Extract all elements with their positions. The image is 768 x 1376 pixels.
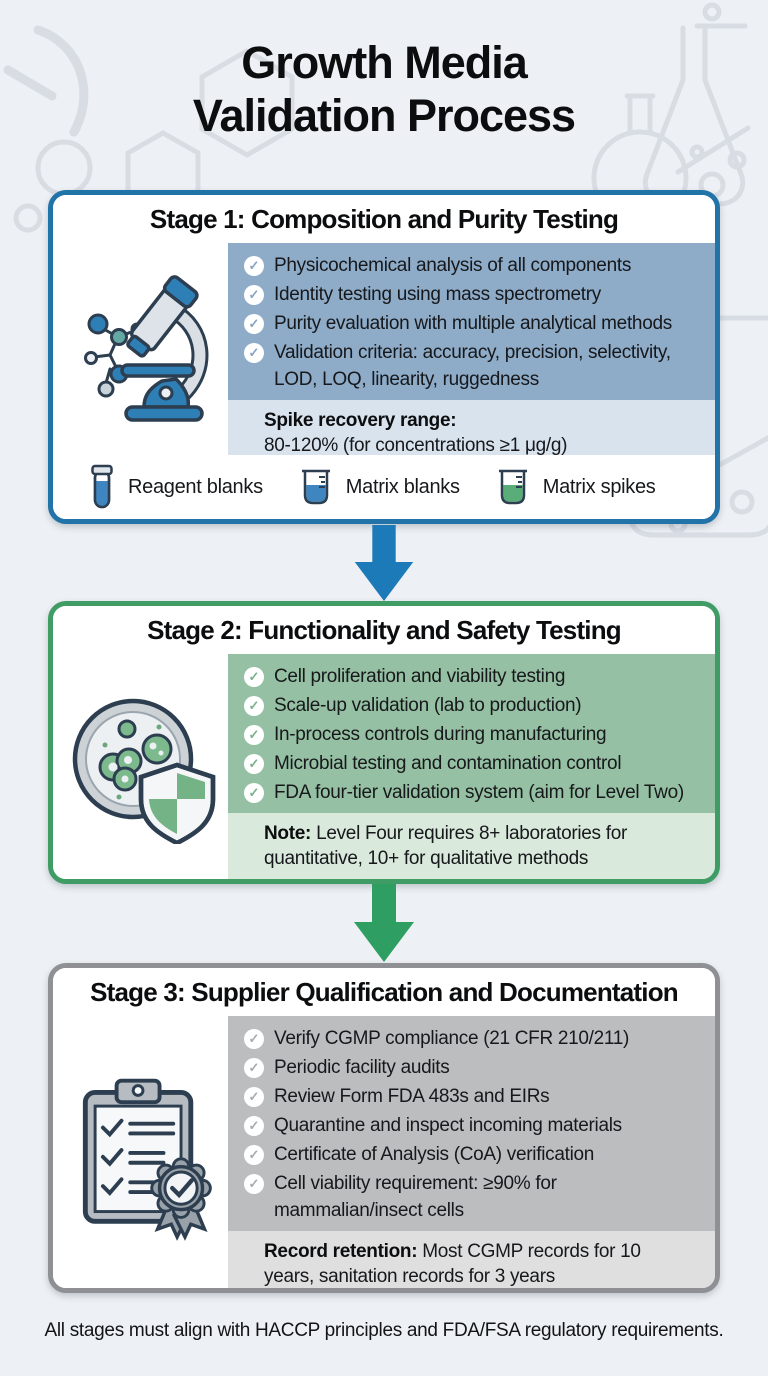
level-four-note: Note:Level Four requires 8+ laboratories… bbox=[228, 813, 715, 879]
stage-2-title: Stage 2: Functionality and Safety Testin… bbox=[53, 606, 715, 654]
bullet-item: ✓ FDA four-tier validation system (aim f… bbox=[244, 779, 707, 806]
page-title: Growth Media Validation Process bbox=[0, 36, 768, 142]
sample-label: Matrix blanks bbox=[345, 475, 460, 498]
bullet-item: ✓ Cell viability requirement: ≥90% for m… bbox=[244, 1170, 707, 1224]
stage-1-card: Stage 1: Composition and Purity Testing bbox=[48, 190, 720, 524]
bullet-item: ✓ Physicochemical analysis of all compon… bbox=[244, 252, 707, 279]
stage-2-card: Stage 2: Functionality and Safety Testin… bbox=[48, 601, 720, 884]
check-icon: ✓ bbox=[244, 342, 264, 363]
check-icon: ✓ bbox=[244, 313, 264, 334]
petri-dish-shield-icon bbox=[72, 698, 215, 844]
check-icon: ✓ bbox=[244, 1115, 264, 1136]
record-retention-note: Record retention:Most CGMP records for 1… bbox=[228, 1231, 715, 1288]
bullet-item: ✓ Purity evaluation with multiple analyt… bbox=[244, 310, 707, 337]
stage-1-samples-row: Reagent blanks Matrix blanks bbox=[53, 455, 715, 519]
bullet-item: ✓ Microbial testing and contamination co… bbox=[244, 750, 707, 777]
check-icon: ✓ bbox=[244, 1086, 264, 1107]
check-icon: ✓ bbox=[244, 284, 264, 305]
stage-2-bullet-list: ✓ Cell proliferation and viability testi… bbox=[228, 654, 715, 813]
page-title-line1: Growth Media bbox=[241, 37, 528, 88]
stage-1-bullet-list: ✓ Physicochemical analysis of all compon… bbox=[228, 243, 715, 400]
flow-arrow-1 bbox=[0, 525, 768, 601]
bullet-item: ✓ Quarantine and inspect incoming materi… bbox=[244, 1112, 707, 1139]
bullet-item: ✓ Cell proliferation and viability testi… bbox=[244, 663, 707, 690]
bullet-item: ✓ Verify CGMP compliance (21 CFR 210/211… bbox=[244, 1025, 707, 1052]
check-icon: ✓ bbox=[244, 724, 264, 745]
stage-3-icon-panel bbox=[53, 1016, 228, 1288]
bullet-item: ✓ Identity testing using mass spectromet… bbox=[244, 281, 707, 308]
check-icon: ✓ bbox=[244, 1057, 264, 1078]
bullet-item: ✓ Periodic facility audits bbox=[244, 1054, 707, 1081]
bullet-item: ✓ Certificate of Analysis (CoA) verifica… bbox=[244, 1141, 707, 1168]
sample-item: Matrix spikes bbox=[496, 465, 656, 509]
stage-3-title: Stage 3: Supplier Qualification and Docu… bbox=[53, 968, 715, 1016]
beaker-icon bbox=[498, 469, 527, 505]
page-title-line2: Validation Process bbox=[192, 90, 576, 141]
check-icon: ✓ bbox=[244, 753, 264, 774]
footer-note: All stages must align with HACCP princip… bbox=[44, 1320, 724, 1341]
check-icon: ✓ bbox=[244, 255, 264, 276]
stage-2-icon-panel bbox=[53, 654, 228, 879]
check-icon: ✓ bbox=[244, 666, 264, 687]
stage-3-bullet-list: ✓ Verify CGMP compliance (21 CFR 210/211… bbox=[228, 1016, 715, 1231]
stage-1-title: Stage 1: Composition and Purity Testing bbox=[53, 195, 715, 243]
check-icon: ✓ bbox=[244, 1028, 264, 1049]
down-arrow-icon bbox=[354, 884, 414, 962]
sample-label: Reagent blanks bbox=[128, 475, 263, 498]
sample-item: Matrix blanks bbox=[299, 465, 460, 509]
beaker-icon bbox=[301, 469, 330, 505]
check-icon: ✓ bbox=[244, 1144, 264, 1165]
clipboard-certificate-icon bbox=[82, 1078, 212, 1241]
microscope-molecule-icon bbox=[83, 275, 208, 422]
sample-label: Matrix spikes bbox=[542, 475, 656, 498]
check-icon: ✓ bbox=[244, 695, 264, 716]
bullet-item: ✓ In-process controls during manufacturi… bbox=[244, 721, 707, 748]
flow-arrow-2 bbox=[0, 884, 768, 962]
stage-3-card: Stage 3: Supplier Qualification and Docu… bbox=[48, 963, 720, 1293]
stage-1-icon-panel bbox=[53, 243, 228, 455]
sample-item: Reagent blanks bbox=[89, 463, 263, 511]
test-tube-icon bbox=[91, 464, 113, 509]
bullet-item: ✓ Review Form FDA 483s and EIRs bbox=[244, 1083, 707, 1110]
check-icon: ✓ bbox=[244, 1173, 264, 1194]
check-icon: ✓ bbox=[244, 782, 264, 803]
bullet-item: ✓ Validation criteria: accuracy, precisi… bbox=[244, 339, 707, 393]
bullet-item: ✓ Scale-up validation (lab to production… bbox=[244, 692, 707, 719]
down-arrow-icon bbox=[354, 525, 414, 601]
